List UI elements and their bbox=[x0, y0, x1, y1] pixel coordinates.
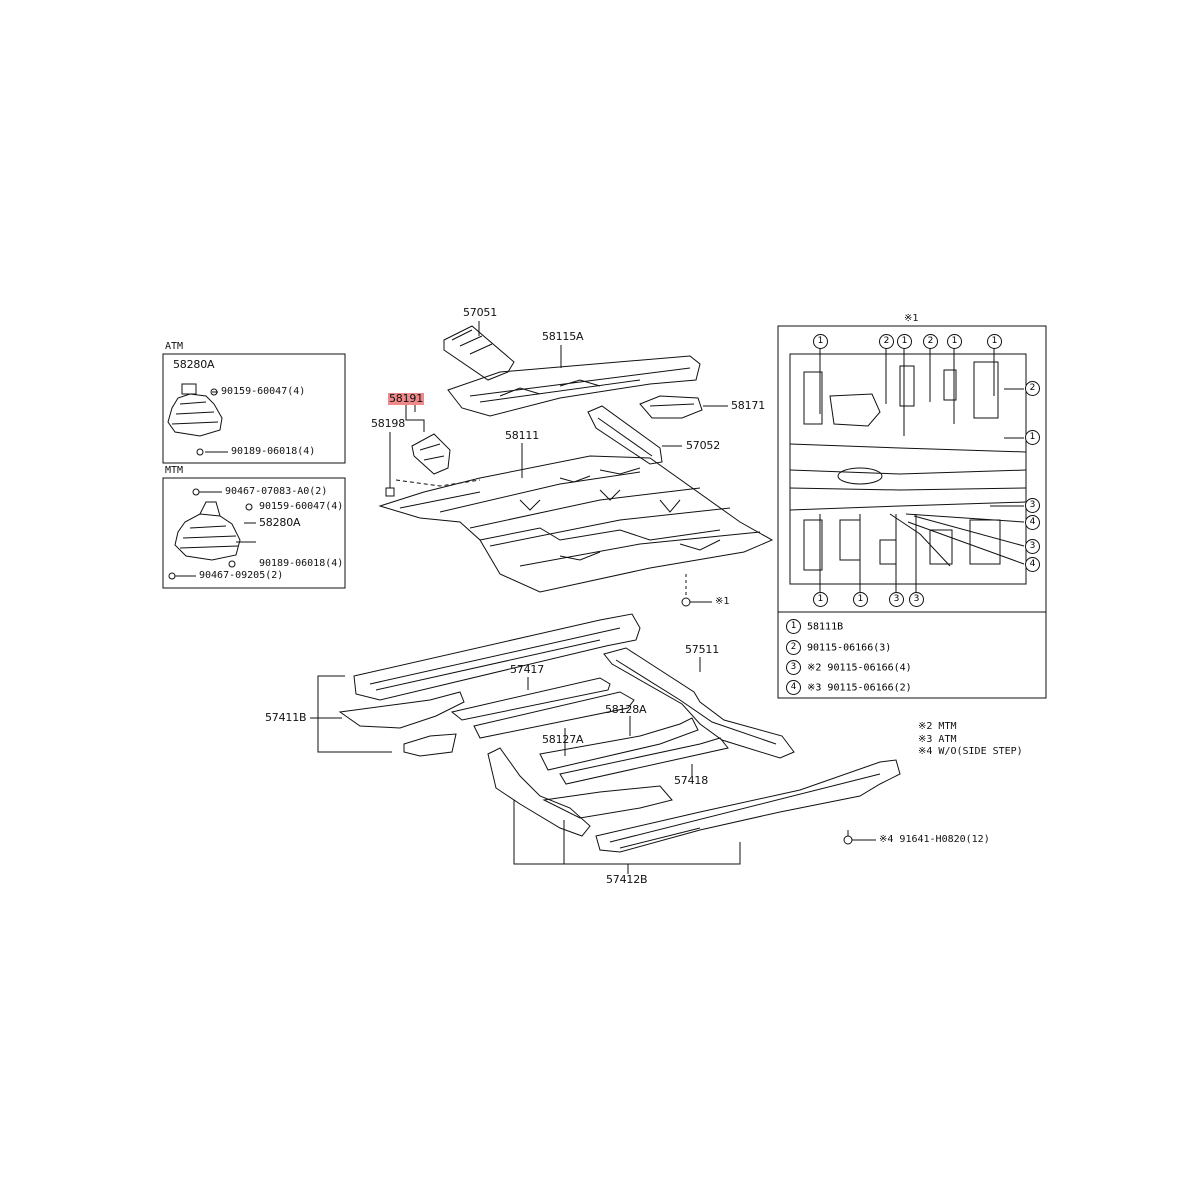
label-58191: 58191 bbox=[388, 392, 424, 405]
legend-text: ※3 90115-06166(2) bbox=[807, 682, 912, 694]
inset-callout-3: 3 bbox=[909, 592, 924, 607]
part-58127A-58128A-shapes bbox=[539, 717, 729, 785]
mtm-bolt1-label: 90159-60047(4) bbox=[259, 501, 344, 512]
legend-text: 58111B bbox=[807, 621, 844, 633]
part-58171-shape bbox=[639, 395, 703, 419]
part-58111-floor-pan bbox=[378, 455, 774, 593]
atm-bolt2-label: 90189-06018(4) bbox=[231, 446, 316, 457]
inset-callout-2: 2 bbox=[1025, 381, 1040, 396]
part-58191-shape bbox=[411, 433, 451, 475]
part-57417-shape bbox=[450, 677, 635, 739]
label-58127A: 58127A bbox=[542, 733, 584, 746]
part-57412B-shapes bbox=[487, 747, 901, 853]
legend-text: ※2 90115-06166(4) bbox=[807, 662, 912, 674]
note-side-step: ※4 W/O(SIDE STEP) bbox=[918, 746, 1023, 757]
label-57511: 57511 bbox=[685, 643, 719, 656]
inset-box-frame bbox=[777, 325, 1047, 699]
mtm-bolt-b-label: 90467-09205(2) bbox=[199, 570, 284, 581]
inset-callout-1: 1 bbox=[897, 334, 912, 349]
inset-legend-row: 3※2 90115-06166(4) bbox=[786, 660, 912, 675]
part-57051-shape bbox=[443, 325, 515, 381]
part-57052-shape bbox=[587, 405, 663, 465]
legend-text: 90115-06166(3) bbox=[807, 642, 892, 654]
mtm-boot-label: 58280A bbox=[259, 516, 301, 529]
note-mtm: ※2 MTM bbox=[918, 721, 957, 732]
part-57511-shape bbox=[603, 647, 795, 759]
label-57412B: 57412B bbox=[606, 873, 648, 886]
mtm-bolt-a-label: 90467-07083-A0(2) bbox=[225, 486, 328, 497]
inset-callout-1: 1 bbox=[853, 592, 868, 607]
label-57418: 57418 bbox=[674, 774, 708, 787]
atm-box-frame bbox=[162, 353, 346, 464]
inset-callout-3: 3 bbox=[889, 592, 904, 607]
atm-boot-label: 58280A bbox=[173, 358, 215, 371]
label-58111: 58111 bbox=[505, 429, 539, 442]
mtm-shift-boot bbox=[174, 501, 241, 561]
note-atm: ※3 ATM bbox=[918, 734, 957, 745]
inset-legend-row: 4※3 90115-06166(2) bbox=[786, 680, 912, 695]
inset-callout-4: 4 bbox=[1025, 515, 1040, 530]
label-58115A: 58115A bbox=[542, 330, 584, 343]
inset-ref: ※1 bbox=[904, 313, 919, 324]
inset-callout-3: 3 bbox=[1025, 498, 1040, 513]
part-58115A-shape bbox=[447, 355, 701, 417]
mtm-title: MTM bbox=[165, 465, 184, 476]
label-58128A: 58128A bbox=[605, 703, 647, 716]
label-58198: 58198 bbox=[371, 417, 405, 430]
inset-callout-1: 1 bbox=[987, 334, 1002, 349]
inset-callout-2: 2 bbox=[879, 334, 894, 349]
inset-callout-4: 4 bbox=[1025, 557, 1040, 572]
label-57051: 57051 bbox=[463, 306, 497, 319]
label-ref-bolt: ※1 bbox=[715, 596, 730, 607]
label-57052: 57052 bbox=[686, 439, 720, 452]
label-57411B: 57411B bbox=[265, 711, 307, 724]
atm-title: ATM bbox=[165, 341, 184, 352]
atm-bolt1-label: 90159-60047(4) bbox=[221, 386, 306, 397]
inset-callout-1: 1 bbox=[813, 592, 828, 607]
label-57417: 57417 bbox=[510, 663, 544, 676]
mtm-box-frame bbox=[162, 477, 346, 589]
inset-callout-1: 1 bbox=[813, 334, 828, 349]
inset-callout-3: 3 bbox=[1025, 539, 1040, 554]
label-side-bolt: ※4 91641-H0820(12) bbox=[879, 834, 990, 845]
atm-shift-boot bbox=[167, 383, 223, 437]
inset-callout-1: 1 bbox=[1025, 430, 1040, 445]
inset-callout-2: 2 bbox=[923, 334, 938, 349]
inset-floor-plan bbox=[789, 353, 1027, 585]
part-57411B-shapes bbox=[338, 613, 641, 757]
inset-callout-1: 1 bbox=[947, 334, 962, 349]
label-58171: 58171 bbox=[731, 399, 765, 412]
mtm-bolt2-label: 90189-06018(4) bbox=[259, 558, 344, 569]
